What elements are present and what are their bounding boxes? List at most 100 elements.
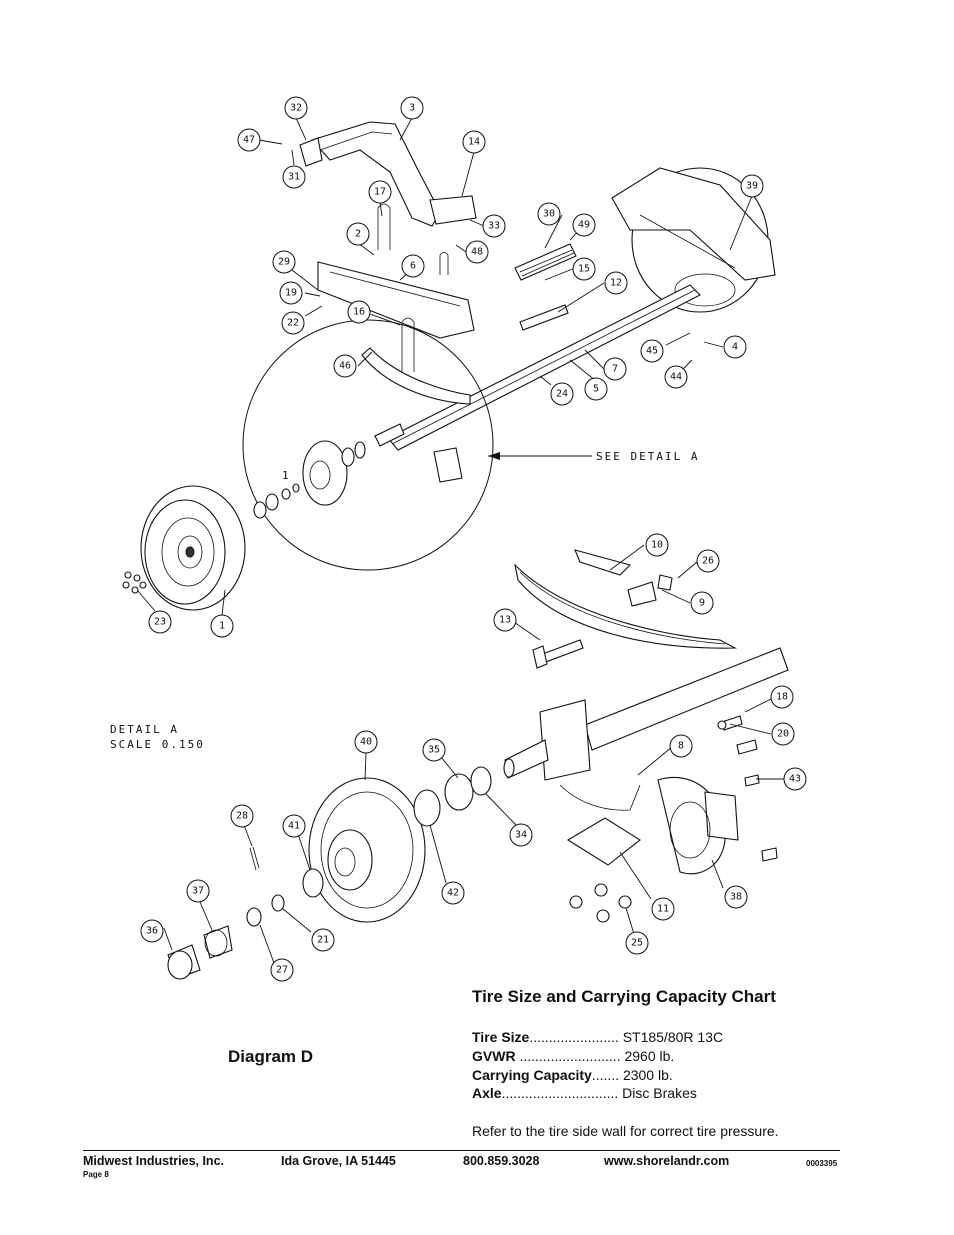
leader-lines xyxy=(137,117,784,964)
callout-circle xyxy=(140,919,164,943)
callout-25: 25 xyxy=(625,931,649,955)
callout-35: 35 xyxy=(422,738,446,762)
detail-bolt xyxy=(532,639,584,669)
spec-dots: .............................. xyxy=(501,1085,619,1101)
callout-number: 32 xyxy=(290,103,302,114)
callout-23: 23 xyxy=(148,610,172,634)
callout-3: 3 xyxy=(400,96,424,120)
callout-circle xyxy=(696,549,720,573)
callout-26: 26 xyxy=(696,549,720,573)
spec-label: GVWR xyxy=(472,1048,516,1064)
hub-small-parts-upper xyxy=(253,483,300,519)
detail-brake-hose xyxy=(559,784,641,811)
spring-hanger xyxy=(317,261,475,339)
callout-circle xyxy=(482,214,506,238)
callout-circle xyxy=(509,823,533,847)
callout-number: 4 xyxy=(732,342,738,353)
detail-cotter-pin xyxy=(249,846,260,871)
callout-circle xyxy=(311,928,335,952)
callout-21: 21 xyxy=(311,928,335,952)
callout-circle xyxy=(604,271,628,295)
detail-rotor xyxy=(308,777,426,923)
callout-number: 35 xyxy=(428,745,440,756)
callout-number: 47 xyxy=(243,135,255,146)
spec-value: Disc Brakes xyxy=(622,1085,697,1101)
callout-22: 22 xyxy=(281,311,305,335)
callout-circle xyxy=(333,354,357,378)
callout-circle xyxy=(368,180,392,204)
spec-label: Axle xyxy=(472,1085,502,1101)
callout-number: 44 xyxy=(670,372,682,383)
callout-circle xyxy=(625,931,649,955)
callout-number: 31 xyxy=(288,172,300,183)
callout-number: 18 xyxy=(776,692,788,703)
callout-number: 11 xyxy=(657,904,669,915)
callout-circle xyxy=(354,730,378,754)
lug-nuts-upper xyxy=(122,571,147,594)
u-bolts xyxy=(377,203,449,372)
callout-20: 20 xyxy=(771,722,795,746)
callout-number: 39 xyxy=(746,181,758,192)
callout-33: 33 xyxy=(482,214,506,238)
callout-15: 15 xyxy=(572,257,596,281)
callout-circle xyxy=(664,365,688,389)
callout-number: 12 xyxy=(610,278,622,289)
callout-36: 36 xyxy=(140,919,164,943)
leaf-spring xyxy=(361,347,471,405)
detail-caliper xyxy=(657,776,739,875)
callout-circle xyxy=(640,339,664,363)
callout-circle xyxy=(572,213,596,237)
callout-38: 38 xyxy=(724,885,748,909)
detail-leaf-spring xyxy=(514,549,738,649)
callout-number: 13 xyxy=(499,615,511,626)
callout-46: 46 xyxy=(333,354,357,378)
callout-circle xyxy=(272,250,296,274)
callout-7: 7 xyxy=(603,357,627,381)
callout-circle xyxy=(537,202,561,226)
detail-axle-spindle xyxy=(503,647,789,781)
callout-number: 9 xyxy=(699,598,705,609)
footer-company: Midwest Industries, Inc. xyxy=(83,1154,224,1168)
hub-mark: 1 xyxy=(282,469,291,482)
spec-value: 2960 lb. xyxy=(624,1048,675,1064)
detail-circle xyxy=(242,319,592,571)
callout-37: 37 xyxy=(186,879,210,903)
callout-number: 38 xyxy=(730,892,742,903)
callout-14: 14 xyxy=(462,130,486,154)
callout-28: 28 xyxy=(230,804,254,828)
callout-number: 30 xyxy=(543,209,555,220)
callout-5: 5 xyxy=(584,377,608,401)
callout-circle xyxy=(282,814,306,838)
detail-bearings xyxy=(246,766,492,927)
callout-27: 27 xyxy=(270,958,294,982)
callout-circle xyxy=(148,610,172,634)
callout-4: 4 xyxy=(723,335,747,359)
hub-rotor-upper xyxy=(302,423,463,506)
callout-19: 19 xyxy=(279,281,303,305)
callout-16: 16 xyxy=(347,300,371,324)
callout-circle xyxy=(441,881,465,905)
callout-number: 36 xyxy=(146,926,158,937)
callout-number: 19 xyxy=(285,288,297,299)
callout-number: 27 xyxy=(276,965,288,976)
callout-circle xyxy=(669,734,693,758)
spec-row-tire-size: Tire Size....................... ST185/8… xyxy=(472,1029,723,1045)
callout-number: 3 xyxy=(409,103,415,114)
callout-12: 12 xyxy=(604,271,628,295)
callout-number: 5 xyxy=(593,384,599,395)
callout-number: 21 xyxy=(317,935,329,946)
fender-right xyxy=(611,167,776,313)
callout-circle xyxy=(270,958,294,982)
callout-circle xyxy=(783,767,807,791)
callout-13: 13 xyxy=(493,608,517,632)
callout-9: 9 xyxy=(690,591,714,615)
callout-41: 41 xyxy=(282,814,306,838)
callout-42: 42 xyxy=(441,881,465,905)
footer-website: www.shorelandr.com xyxy=(604,1154,730,1168)
spec-row-carrying-capacity: Carrying Capacity....... 2300 lb. xyxy=(472,1067,673,1083)
detail-mount-plate xyxy=(566,817,641,866)
callout-number: 33 xyxy=(488,221,500,232)
callout-40: 40 xyxy=(354,730,378,754)
callout-number: 10 xyxy=(651,540,663,551)
footer-city: Ida Grove, IA 51445 xyxy=(281,1154,396,1168)
